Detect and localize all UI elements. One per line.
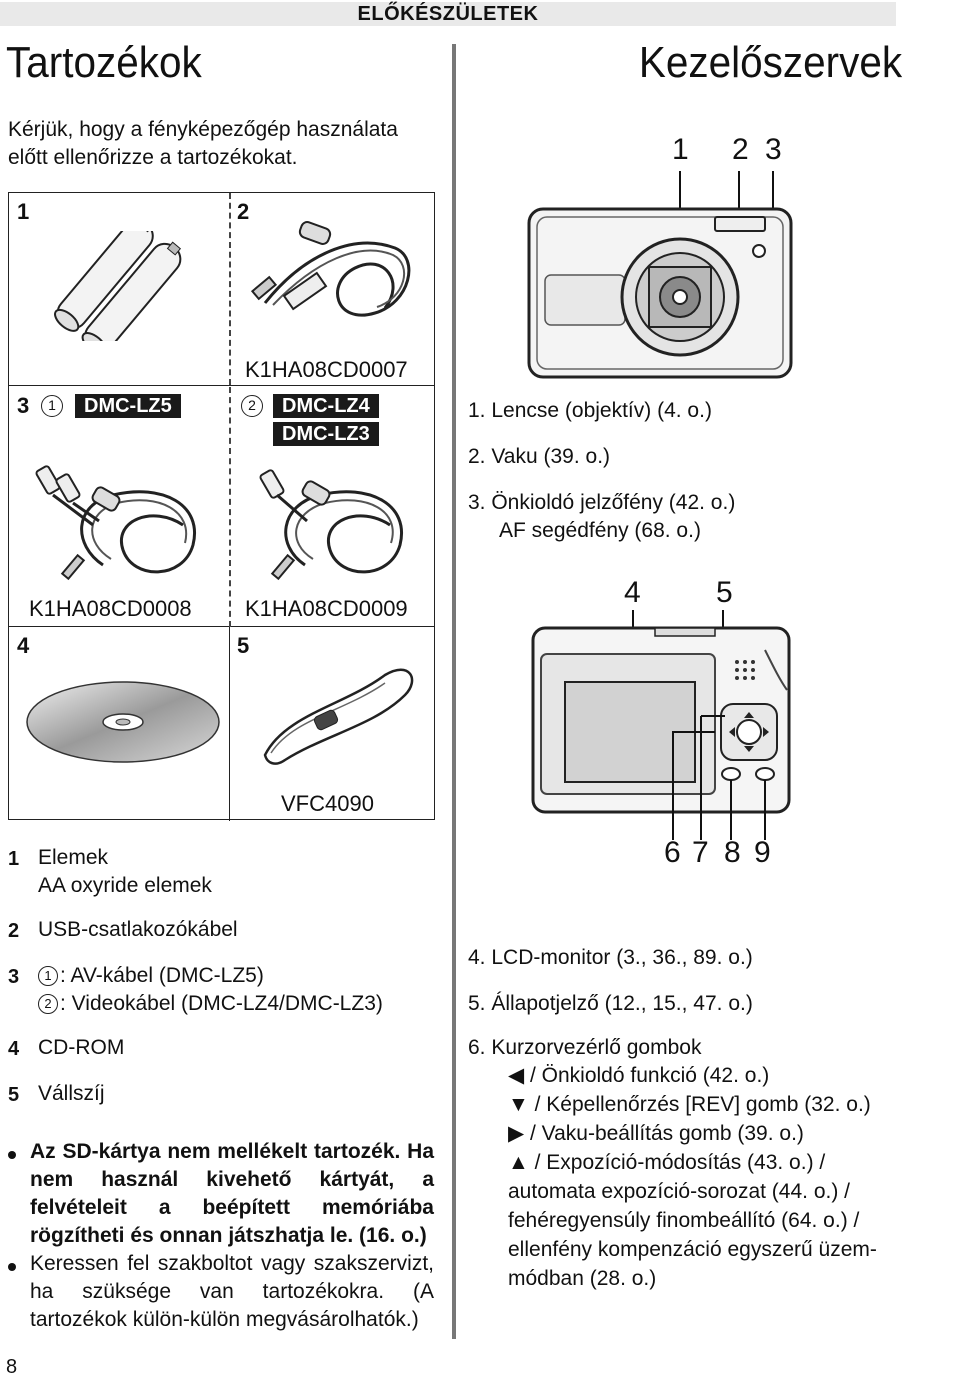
header-bar	[0, 2, 896, 26]
item-3-text: 1: AV-kábel (DMC-LZ5) 2: Videokábel (DMC…	[38, 962, 383, 1018]
cell-5-number: 5	[237, 633, 250, 658]
note-1-bullet	[8, 1151, 16, 1159]
front-callout-3: 3	[765, 133, 782, 166]
back-callout-7: 7	[692, 836, 709, 869]
accessories-box: 1 2 K1HA08CD0007 3 1 DMC-LZ5 2 DMC-LZ4 D…	[8, 192, 435, 821]
item-4-text: CD-ROM	[38, 1036, 125, 1059]
circle-1-inline: 1	[38, 966, 58, 986]
cursor-item-right: ▶ / Vaku-beállítás gomb (39. o.)	[508, 1122, 804, 1145]
cell-1-number: 1	[17, 199, 30, 224]
circle-2-label: 2	[241, 395, 263, 417]
section-header: ELŐKÉSZÜLETEK	[357, 3, 539, 25]
camera-back-illustration	[531, 610, 791, 840]
cursor-item-up-3: fehéregyensúly finombeállító (64. o.) /	[508, 1209, 860, 1232]
back-item-6: 6. Kurzorvezérlő gombok	[468, 1036, 702, 1059]
strap-code: VFC4090	[281, 791, 374, 816]
circle-2-inline: 2	[38, 994, 58, 1014]
model-badge-lz5: DMC-LZ5	[75, 394, 181, 418]
back-callout-6: 6	[664, 836, 681, 869]
cursor-item-down: ▼ / Képellenőrzés [REV] gomb (32. o.)	[508, 1093, 871, 1116]
model-badge-lz3: DMC-LZ3	[273, 422, 379, 446]
item-2-number: 2	[8, 920, 20, 942]
camera-front-illustration	[527, 171, 793, 379]
cursor-item-up-5: módban (28. o.)	[508, 1267, 657, 1290]
cursor-item-left: ◀ / Önkioldó funkció (42. o.)	[508, 1064, 770, 1087]
strap-illustration	[263, 668, 414, 765]
front-item-2: 2. Vaku (39. o.)	[468, 445, 611, 468]
left-title: Tartozékok	[6, 38, 202, 87]
item-4-number: 4	[8, 1038, 20, 1060]
back-item-4: 4. LCD-monitor (3., 36., 89. o.)	[468, 946, 753, 969]
front-callout-2: 2	[732, 133, 749, 166]
back-callout-9: 9	[754, 836, 771, 869]
front-item-1: 1. Lencse (objektív) (4. o.)	[468, 399, 712, 422]
cursor-item-up-4: ellenfény kompenzáció egyszerű üzem-	[508, 1238, 877, 1261]
item-5-text: Vállszíj	[38, 1082, 105, 1105]
batteries-illustration	[54, 231, 182, 341]
note-2-bullet	[8, 1263, 16, 1271]
cd-rom-illustration	[26, 681, 220, 763]
column-divider	[452, 44, 456, 1339]
back-item-5: 5. Állapotjelző (12., 15., 47. o.)	[468, 992, 753, 1015]
usb-cable-illustration	[250, 221, 411, 317]
item-5-number: 5	[8, 1084, 20, 1106]
back-callout-5: 5	[716, 576, 733, 609]
item-1-text: Elemek AA oxyride elemek	[38, 846, 212, 897]
front-item-3b: AF segédfény (68. o.)	[499, 519, 701, 542]
item-3-number: 3	[8, 966, 20, 988]
item-1-number: 1	[8, 848, 20, 870]
video-cable-illustration	[259, 469, 403, 581]
model-badge-lz4: DMC-LZ4	[273, 394, 379, 418]
circle-1-label: 1	[41, 395, 63, 417]
cell-4-number: 4	[17, 633, 30, 658]
cell-2-number: 2	[237, 199, 250, 224]
back-callout-4: 4	[624, 576, 641, 609]
cursor-item-up-2: automata expozíció-sorozat (44. o.) /	[508, 1180, 850, 1203]
front-item-3: 3. Önkioldó jelzőfény (42. o.)	[468, 491, 736, 514]
cursor-item-up: ▲ / Expozíció-módosítás (43. o.) /	[508, 1151, 826, 1174]
av-cable-code: K1HA08CD0008	[29, 596, 192, 621]
right-title: Kezelőszervek	[638, 38, 902, 87]
note-sd-card: Az SD-kártya nem mellékelt tartozék. Ha …	[30, 1140, 434, 1247]
note-accessories: Keressen fel szakboltot vagy szakszerviz…	[30, 1252, 434, 1331]
intro-text: Kérjük, hogy a fényképezőgép használata …	[8, 118, 398, 169]
video-cable-code: K1HA08CD0009	[245, 596, 408, 621]
front-callout-1: 1	[672, 133, 689, 166]
av-cable-illustration	[35, 465, 196, 581]
page-number: 8	[6, 1356, 18, 1377]
back-callout-8: 8	[724, 836, 741, 869]
usb-cable-code: K1HA08CD0007	[245, 357, 408, 382]
cell-3-number: 3	[17, 393, 30, 418]
item-2-text: USB-csatlakozókábel	[38, 918, 238, 941]
